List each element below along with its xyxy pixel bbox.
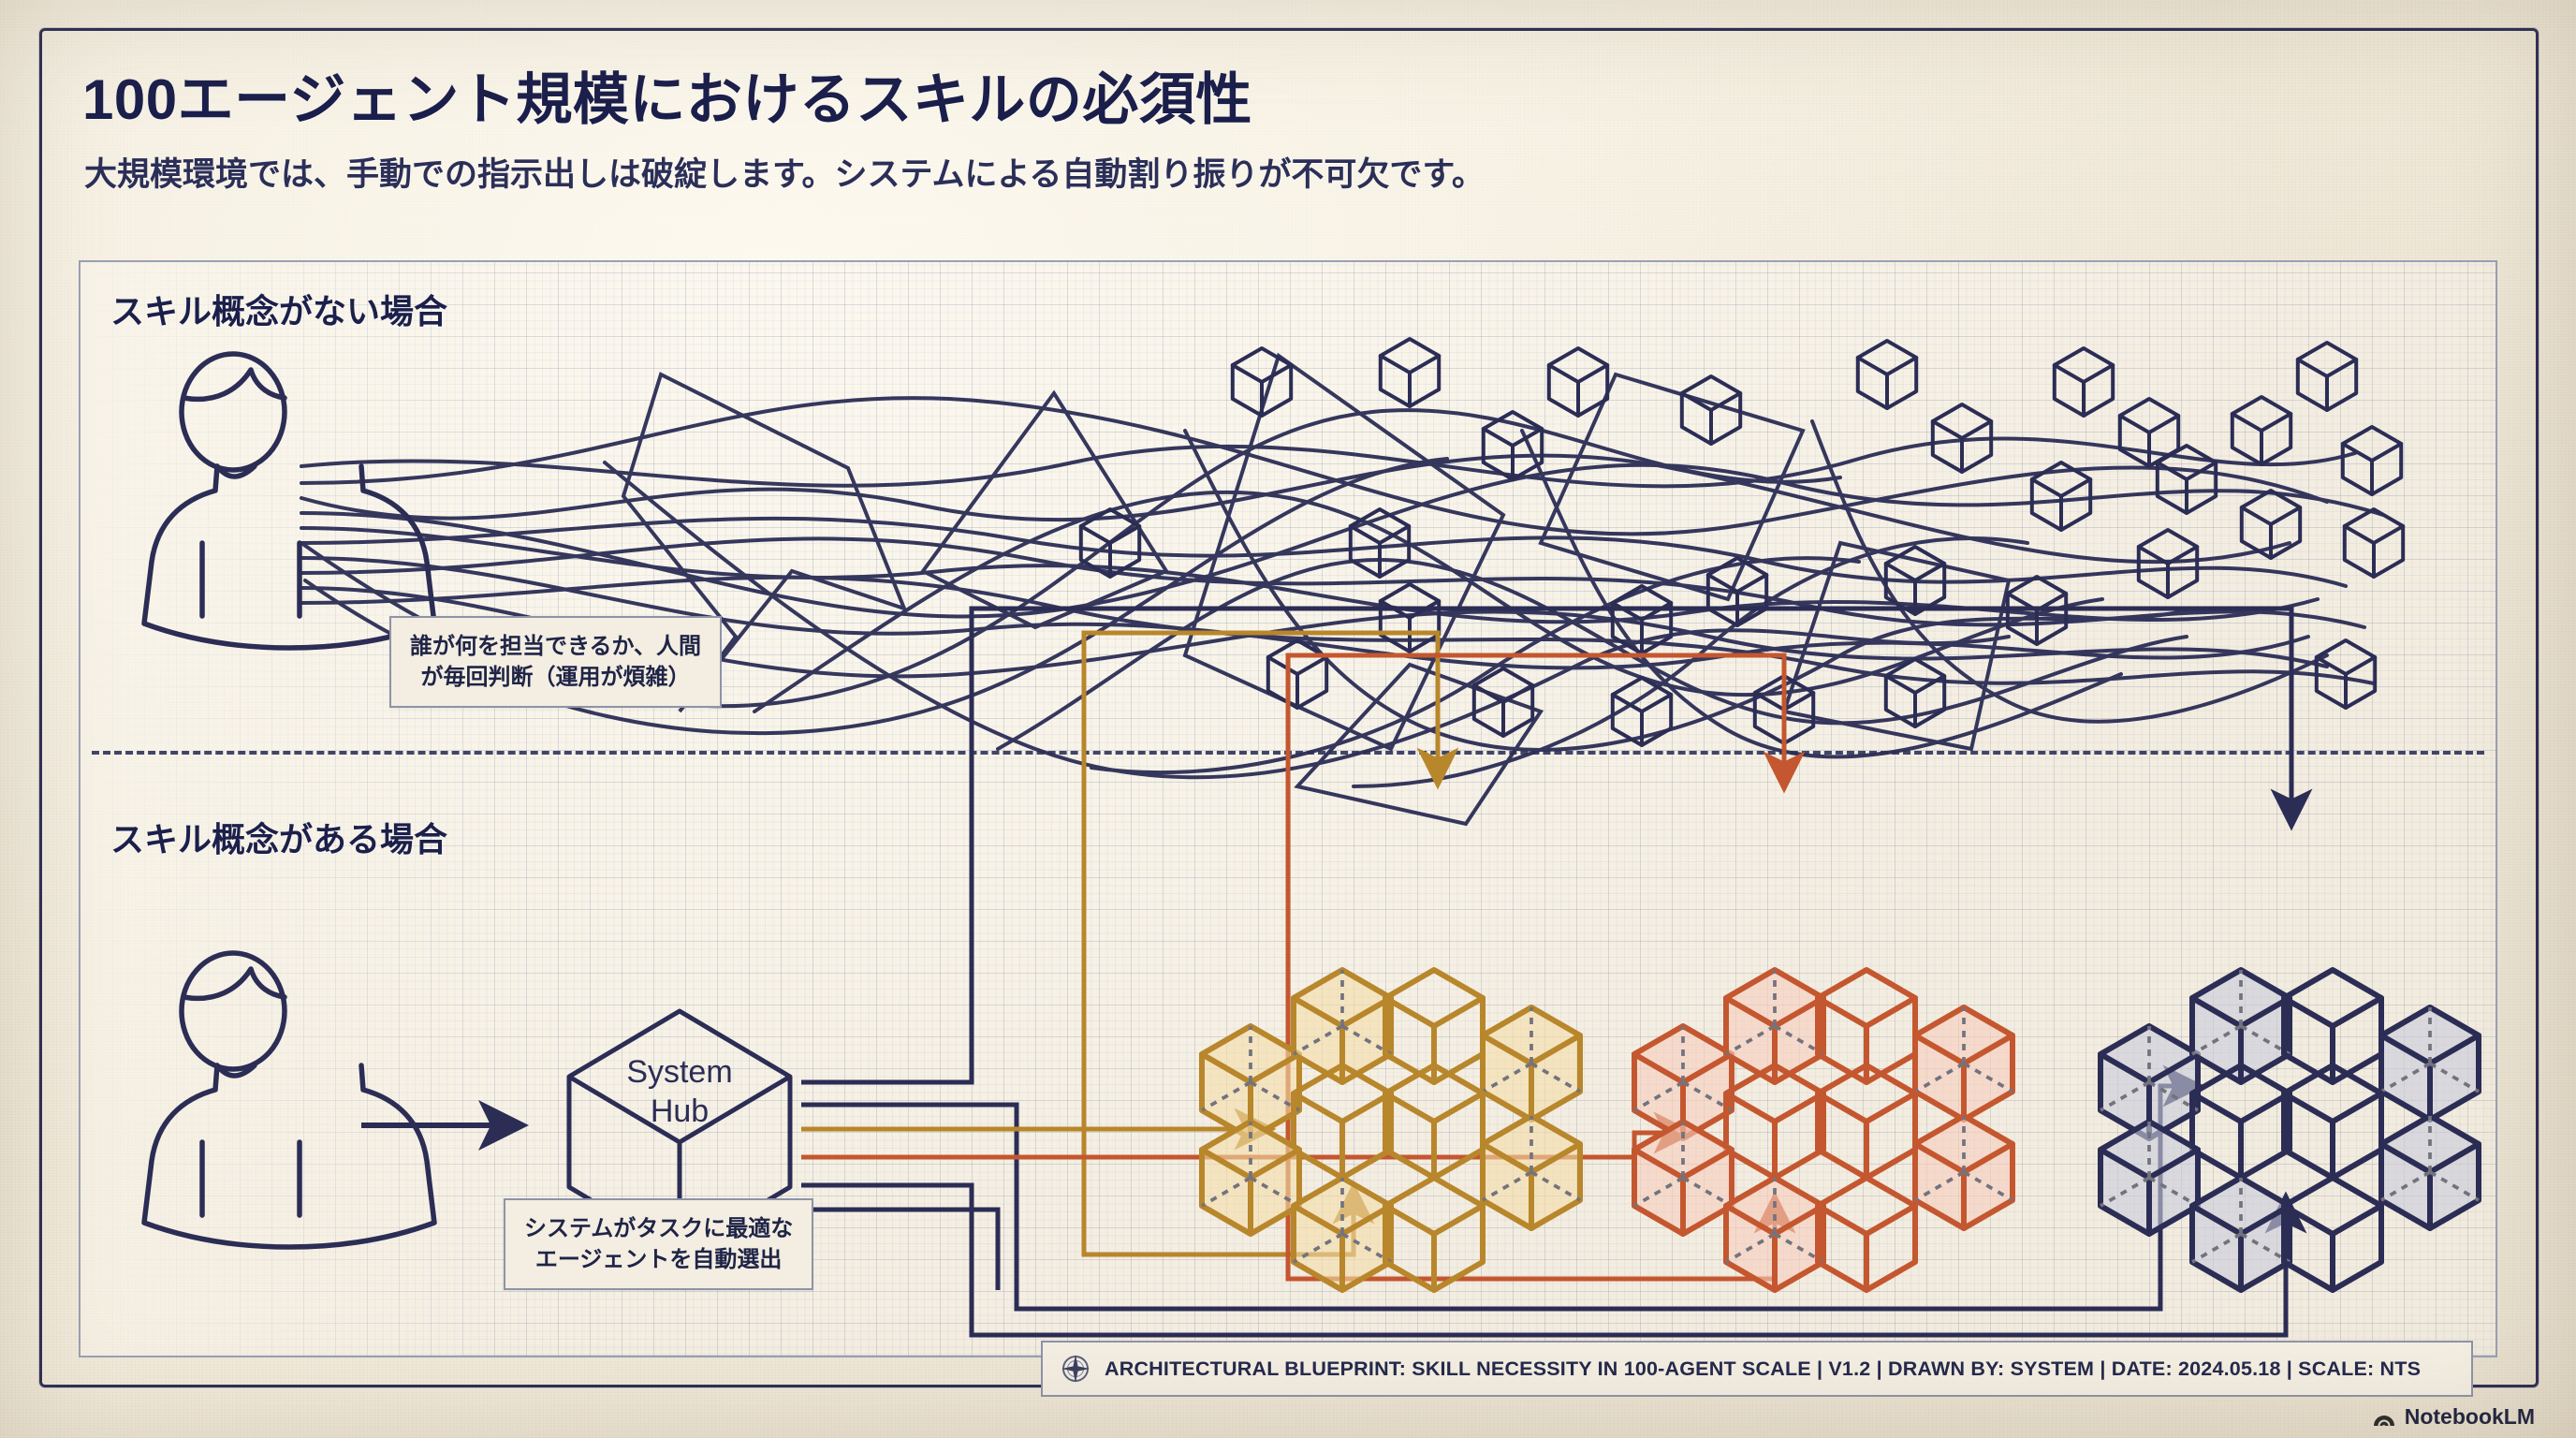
agent-cube <box>1723 1175 1826 1293</box>
agent-cube <box>2239 489 2303 560</box>
notebooklm-branding: NotebookLM <box>2372 1404 2535 1430</box>
agent-cube <box>1610 676 1674 747</box>
agent-cube <box>1078 507 1142 579</box>
agent-cube <box>2230 395 2293 466</box>
agent-cube <box>1632 1119 1734 1237</box>
callout-line-2: エージェントを自動選出 <box>534 1247 783 1273</box>
notebooklm-label: NotebookLM <box>2404 1404 2535 1429</box>
compass-rose-icon <box>1061 1355 1090 1383</box>
agent-cube <box>1291 1175 1394 1293</box>
agent-cube <box>2136 528 2200 599</box>
chaos-diagram <box>141 337 2406 827</box>
agent-cube <box>2340 425 2404 496</box>
diagram-panel: スキル概念がない場合 スキル概念がある場合 <box>79 260 2497 1357</box>
bus-navy-top <box>801 606 2313 1085</box>
callout-no-skill: 誰が何を担当できるか、人間 が毎回判断（運用が煩雑） <box>389 616 723 709</box>
agent-cube <box>2029 461 2093 532</box>
bus-navy-bottom <box>801 1182 2307 1338</box>
section-heading-with-skill: スキル概念がある場合 <box>110 820 448 858</box>
agent-cube <box>1912 1113 2015 1231</box>
agent-cube <box>1883 657 1947 728</box>
callout-line-1: 誰が何を担当できるか、人間 <box>410 634 702 659</box>
ordered-diagram: System Hub <box>141 606 2481 1338</box>
agent-cube <box>1199 1119 1302 1237</box>
section-heading-no-skill: スキル概念がない場合 <box>110 292 448 330</box>
agent-cube <box>1378 337 1442 408</box>
bus-navy-aux <box>801 1207 1001 1290</box>
agent-cube <box>1383 1175 1486 1293</box>
agent-cube <box>1480 1005 1583 1123</box>
agent-cube <box>1383 967 1486 1085</box>
agent-cube <box>2342 507 2406 579</box>
agent-cube <box>1855 339 1919 410</box>
agent-cube <box>2155 444 2218 515</box>
agent-cube <box>2295 341 2359 412</box>
agent-cube <box>2378 1005 2481 1123</box>
agent-cube <box>2098 1119 2201 1237</box>
agent-cube <box>1481 410 1544 481</box>
agent-cube <box>1679 374 1743 446</box>
agent-cube <box>1348 507 1412 579</box>
callout-line-2: が毎回判断（運用が煩雑） <box>420 665 691 691</box>
agent-cube <box>1815 1175 1918 1293</box>
agent-cube <box>1815 967 1918 1085</box>
agent-cube <box>2189 967 2292 1085</box>
agent-cube <box>2117 397 2181 468</box>
page-title: 100エージェント規模におけるスキルの必須性 <box>82 68 1252 131</box>
agent-cube <box>1912 1005 2015 1123</box>
agent-cube <box>1230 346 1294 418</box>
agent-cube <box>1930 403 1994 474</box>
navy-cluster <box>2098 967 2481 1293</box>
notebooklm-spiral-icon <box>2373 1415 2394 1426</box>
agent-cube <box>2281 967 2384 1085</box>
hub-label-line-1: System <box>626 1054 732 1090</box>
page-subtitle: 大規模環境では、手動での指示出しは破綻します。システムによる自動割り振りが不可欠… <box>84 156 1485 193</box>
agent-cube <box>1546 346 1610 418</box>
callout-with-skill: システムがタスクに最適な エージェントを自動選出 <box>504 1198 814 1291</box>
agent-cube <box>2314 638 2378 710</box>
footer-titleblock: ARCHITECTURAL BLUEPRINT: SKILL NECESSITY… <box>1041 1341 2473 1397</box>
gold-cluster <box>1199 967 1583 1293</box>
red-cluster <box>1632 967 2015 1293</box>
footer-text: ARCHITECTURAL BLUEPRINT: SKILL NECESSITY… <box>1105 1357 2422 1380</box>
agent-cube <box>2281 1175 2384 1293</box>
agent-cube <box>1480 1113 1583 1231</box>
agent-cube <box>1471 667 1535 738</box>
agent-cube <box>1705 556 1769 627</box>
hub-label-line-2: Hub <box>651 1093 709 1129</box>
agent-cube <box>1291 967 1394 1085</box>
agent-cube <box>2052 346 2115 418</box>
agent-cube <box>2378 1113 2481 1231</box>
person-icon-ordered <box>141 950 437 1250</box>
agent-cube <box>2189 1175 2292 1293</box>
callout-line-1: システムがタスクに最適な <box>524 1216 794 1241</box>
